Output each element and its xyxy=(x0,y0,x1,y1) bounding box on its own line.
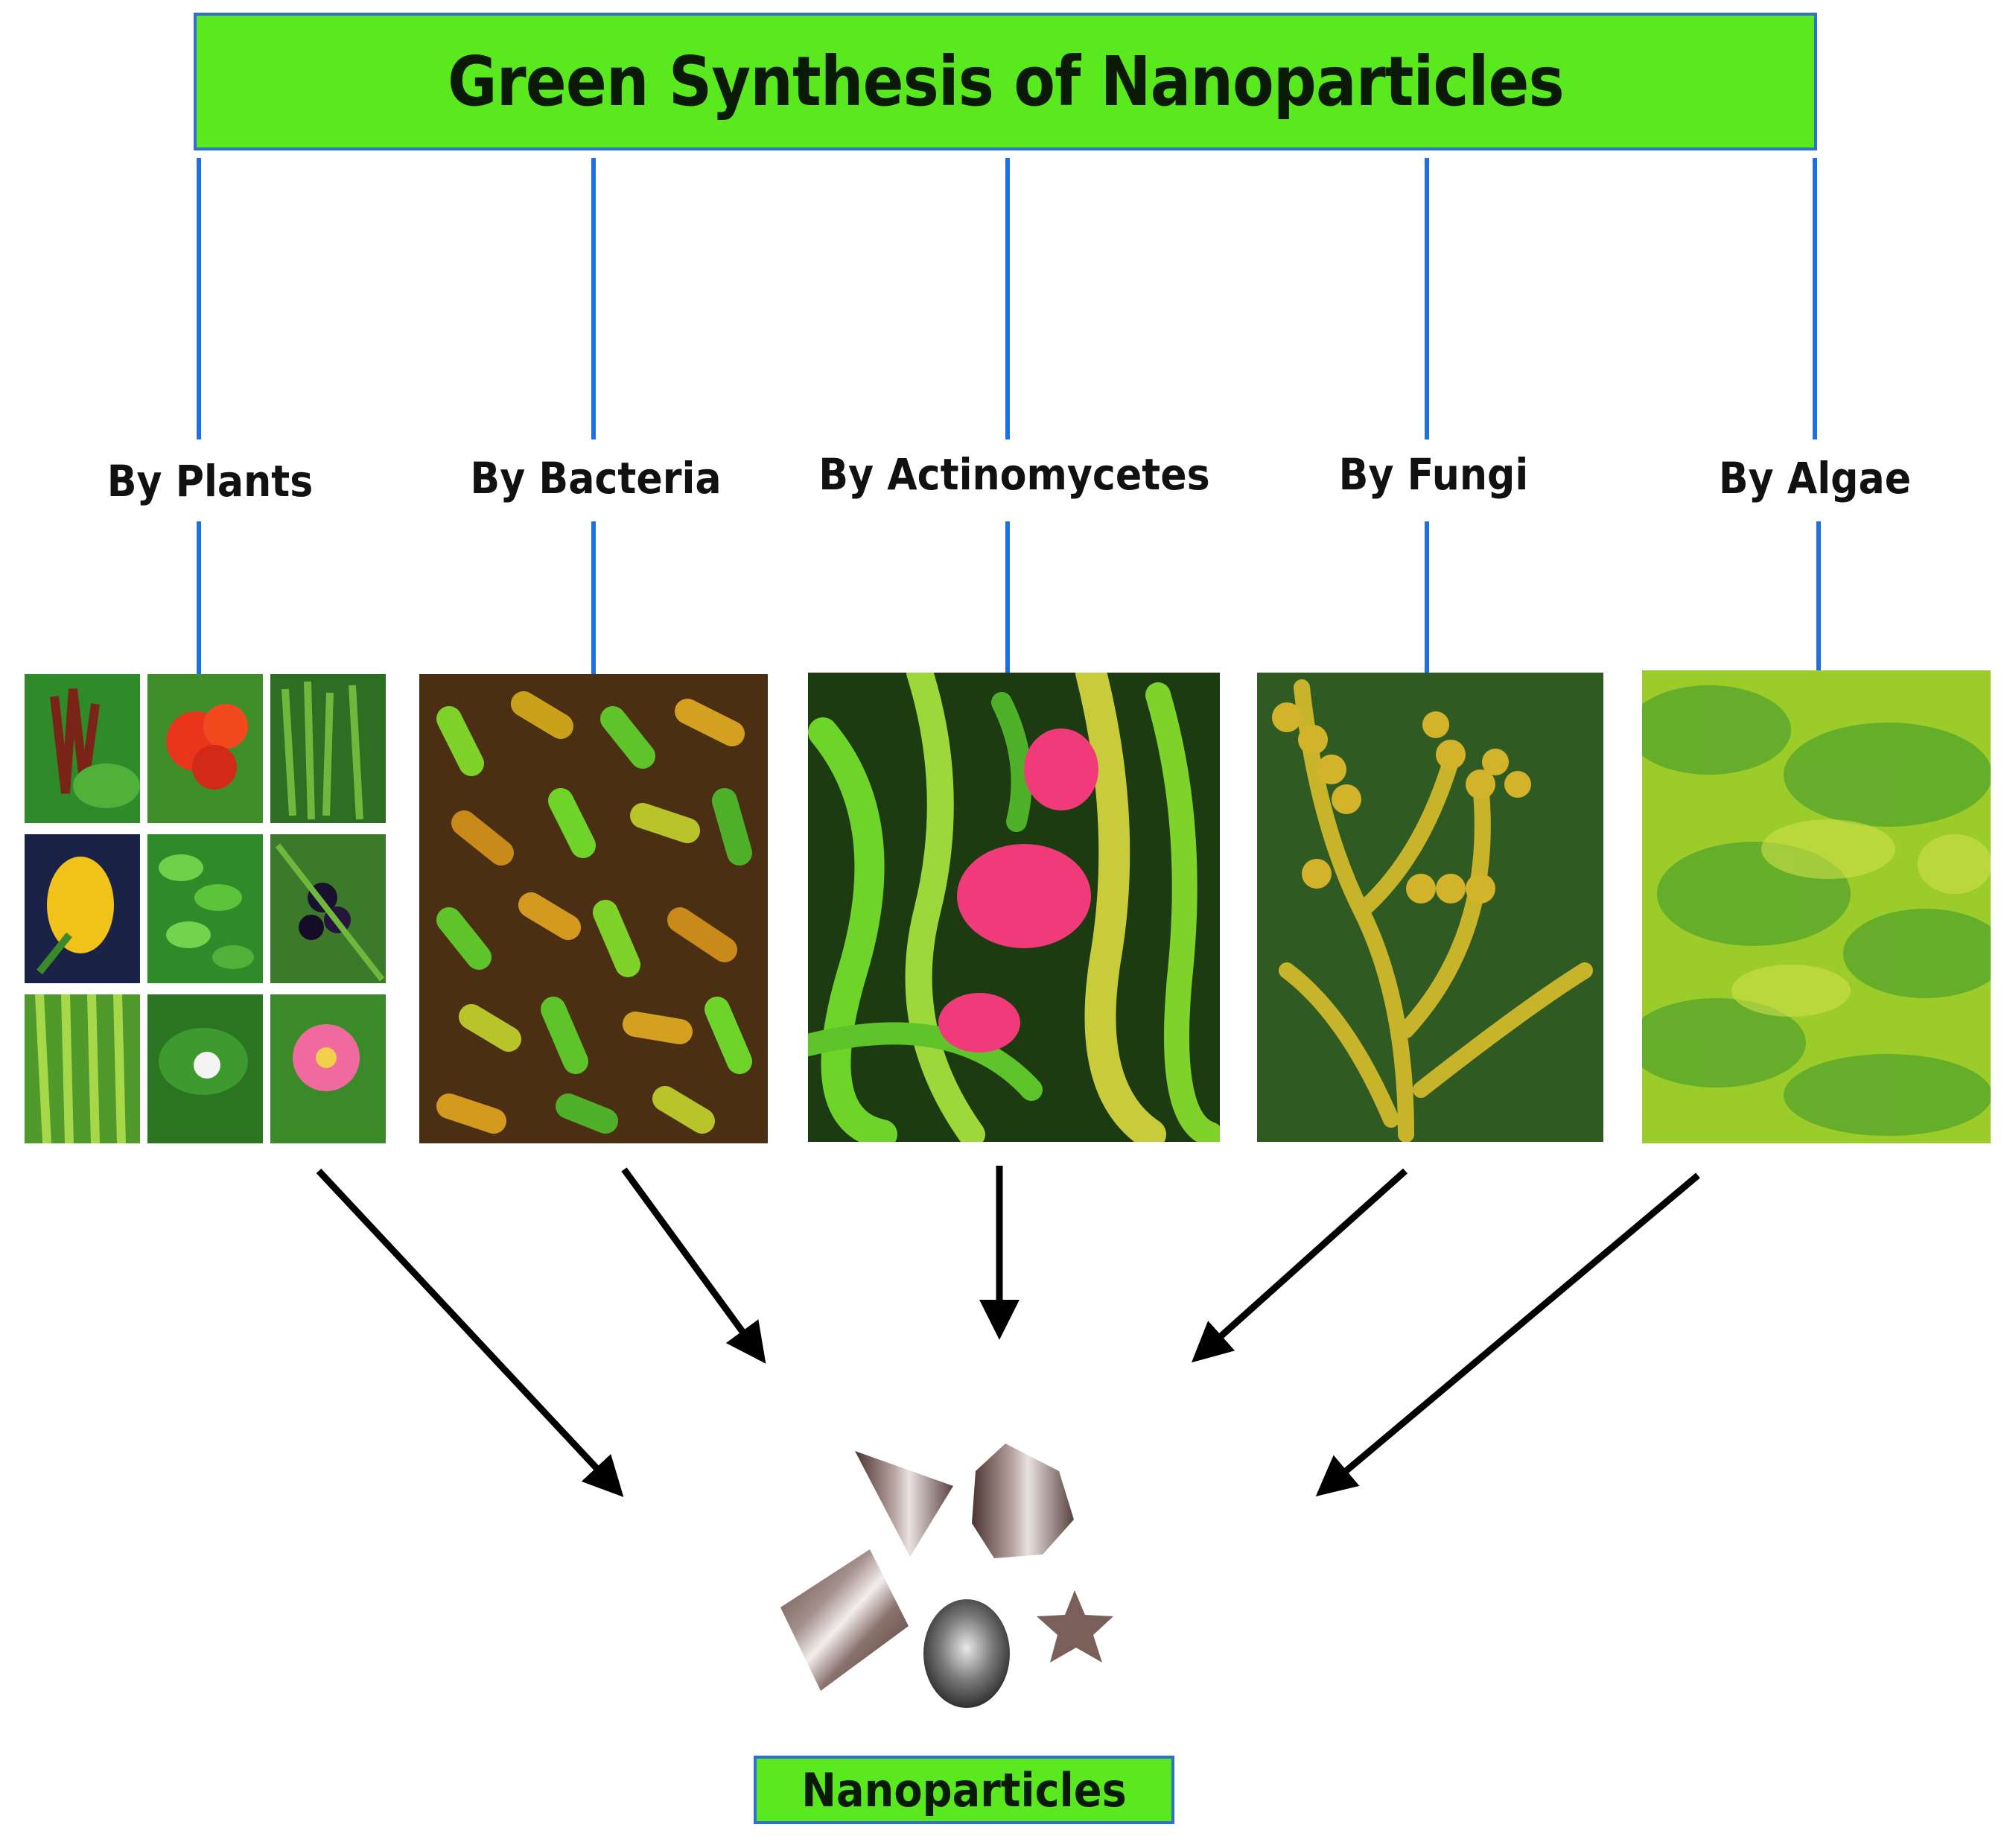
plant-tile-8 xyxy=(147,994,263,1143)
diagram-title: Green Synthesis of Nanoparticles xyxy=(447,42,1565,121)
nanoparticle-cluster xyxy=(780,1444,1113,1708)
arrow-bacteria xyxy=(621,1167,766,1364)
bacteria-image xyxy=(419,674,768,1143)
upper-connectors xyxy=(197,158,1817,439)
plant-tile-7 xyxy=(25,994,140,1143)
plant-tile-6 xyxy=(270,834,386,983)
algae-image xyxy=(1642,670,1991,1143)
actinomycetes-image xyxy=(808,673,1220,1142)
lower-connectors xyxy=(197,521,1821,674)
plant-tile-4 xyxy=(25,834,140,983)
arrow-algae xyxy=(1315,1172,1700,1496)
star-particle xyxy=(1037,1590,1113,1663)
triangle-particle xyxy=(855,1451,953,1557)
arrow-fungi xyxy=(1191,1168,1408,1363)
plant-tile-5 xyxy=(147,834,263,983)
arrow-plants xyxy=(316,1168,624,1497)
label-plants: By Plants xyxy=(106,456,314,507)
plant-tile-9 xyxy=(270,994,386,1143)
fungi-image xyxy=(1257,673,1603,1142)
plants-image-grid xyxy=(25,674,386,1143)
hexagon-particle xyxy=(972,1444,1074,1558)
plant-tile-2 xyxy=(147,674,263,823)
rectangle-particle xyxy=(780,1549,909,1691)
nanoparticles-label-box: Nanoparticles xyxy=(754,1756,1174,1824)
label-algae: By Algae xyxy=(1718,453,1912,504)
plant-tile-1 xyxy=(25,674,140,823)
arrows xyxy=(316,1166,1700,1497)
ellipse-particle xyxy=(923,1599,1010,1708)
nanoparticles-label: Nanoparticles xyxy=(801,1762,1127,1817)
label-actinomycetes: By Actinomycetes xyxy=(818,449,1210,500)
label-bacteria: By Bacteria xyxy=(470,453,722,504)
plant-tile-3 xyxy=(270,674,386,823)
title-banner: Green Synthesis of Nanoparticles xyxy=(194,13,1817,150)
label-fungi: By Fungi xyxy=(1338,449,1529,500)
